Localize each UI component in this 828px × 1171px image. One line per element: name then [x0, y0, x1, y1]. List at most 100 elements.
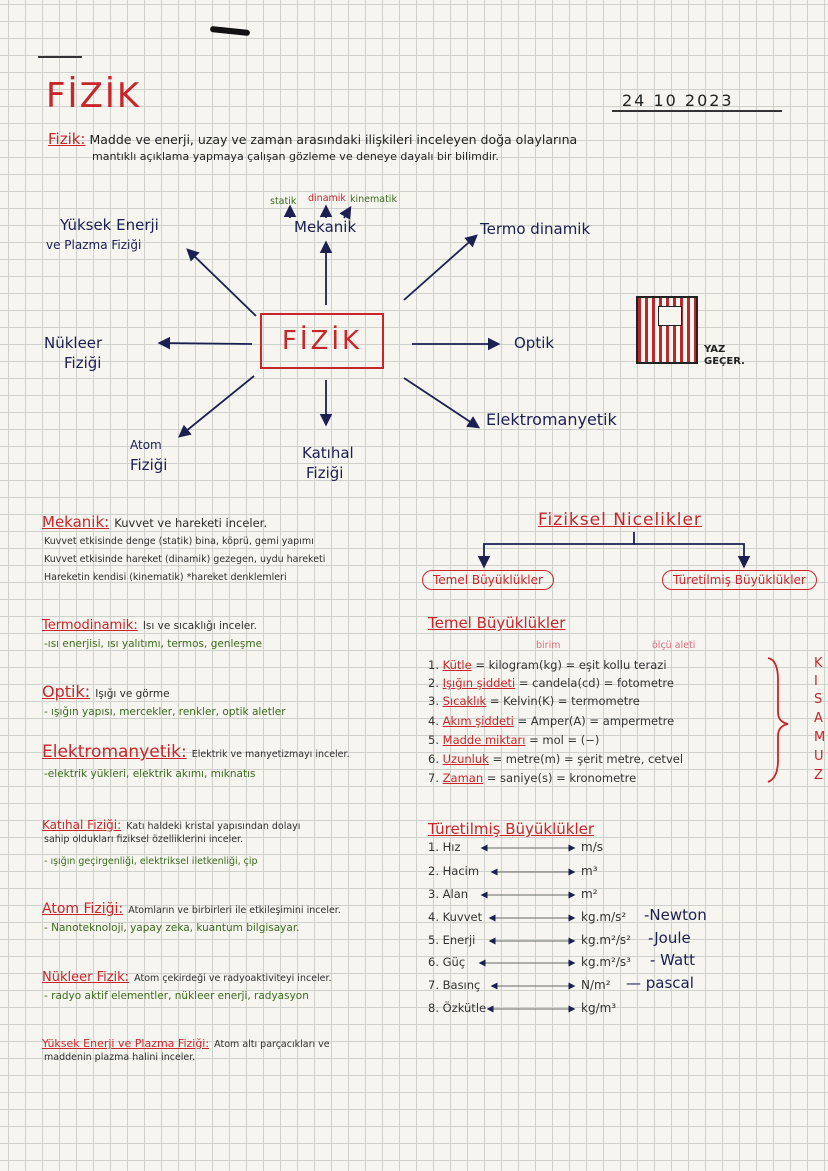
- katihal-line-1: - ışığın geçirgenliği, elektriksel iletk…: [44, 856, 258, 867]
- arrow-termo: [403, 234, 478, 301]
- sticker-paper: [658, 306, 682, 326]
- derived-label: 4. Kuvvet: [428, 910, 483, 924]
- temel-row: 7. Zaman = saniye(s) = kronometre: [428, 771, 637, 785]
- arrow-nukleer: [157, 336, 253, 350]
- quantity-name: Işığın şiddeti: [442, 676, 516, 690]
- derived-name: -Newton: [644, 906, 707, 924]
- yuksek-section: Yüksek Enerji ve Plazma Fiziği: Atom alt…: [42, 1032, 330, 1051]
- derived-label: 8. Özkütle: [428, 1001, 487, 1015]
- mekanik-desc: Kuvvet ve hareketi inceler.: [114, 516, 267, 530]
- mekanik-line-1: Kuvvet etkisinde denge (statik) bina, kö…: [44, 536, 314, 547]
- definition-term: Fizik:: [48, 130, 86, 148]
- turetilmis-head: Türetilmiş Büyüklükler: [428, 820, 595, 838]
- temel-row: 5. Madde miktarı = mol = (−): [428, 733, 600, 747]
- sub-dinamik: dinamik: [308, 193, 346, 204]
- nicelikler-title: Fiziksel Nicelikler: [538, 510, 702, 530]
- temel-row: 6. Uzunluk = metre(m) = şerit metre, cet…: [428, 752, 684, 766]
- node-atom-1: Atom: [130, 438, 162, 452]
- termo-section: Termodinamik: Isı ve sıcaklığı inceler.: [42, 614, 257, 633]
- derived-name: - Watt: [650, 951, 696, 969]
- derived-label: 3. Alan: [428, 887, 469, 901]
- node-elektromanyetik: Elektromanyetik: [486, 410, 617, 429]
- sticker-label-2: GEÇER.: [704, 356, 745, 367]
- arrow-temel: [477, 532, 635, 569]
- sub-kinematik: kinematik: [350, 194, 397, 205]
- mekanik-line-2: Kuvvet etkisinde hareket (dinamik) gezeg…: [44, 554, 326, 565]
- kisamuz-letter: A: [814, 711, 823, 726]
- arrow-elektro: [403, 377, 481, 429]
- node-nukleer-1: Nükleer: [44, 334, 103, 352]
- derived-unit: kg.m²/s³: [581, 955, 631, 969]
- yuksek-desc: Atom altı parçacıkları ve: [214, 1039, 330, 1050]
- temel-row: 2. Işığın şiddeti = candela(cd) = fotome…: [428, 676, 674, 690]
- kisamuz-letter: I: [814, 674, 818, 689]
- definition-text-1: Madde ve enerji, uzay ve zaman arasındak…: [89, 132, 578, 147]
- katihal-section: Katıhal Fiziği: Katı haldeki kristal yap…: [42, 814, 300, 833]
- arrow-yuksek: [186, 248, 257, 317]
- node-termodinamik: Termo dinamik: [480, 220, 591, 238]
- derived-label: 5. Enerji: [428, 933, 476, 947]
- date-underline: [612, 110, 782, 112]
- atom-head: Atom Fiziği:: [42, 901, 124, 917]
- sticker-label-1: YAZ: [704, 344, 726, 355]
- derived-unit: m/s: [581, 840, 603, 854]
- kisamuz-letter: S: [814, 692, 823, 707]
- elektro-head: Elektromanyetik:: [42, 742, 187, 762]
- atom-line-1: - Nanoteknoloji, yapay zeka, kuantum bil…: [44, 922, 300, 934]
- optik-section: Optik: Işığı ve görme: [42, 682, 170, 701]
- temel-head: Temel Büyüklükler: [428, 614, 566, 632]
- kisamuz-letter: M: [814, 730, 826, 745]
- node-mekanik: Mekanik: [294, 218, 357, 236]
- termo-line-1: -ısı enerjisi, ısı yalıtımı, termos, gen…: [44, 638, 263, 650]
- nukleer-head: Nükleer Fizik:: [42, 970, 130, 985]
- kisamuz-letter: K: [814, 656, 823, 671]
- mindmap-center: FİZİK: [260, 313, 384, 369]
- mekanik-head: Mekanik:: [42, 513, 110, 531]
- kisamuz-letter: U: [814, 749, 824, 764]
- top-rule-mark: [38, 56, 82, 58]
- arrow-turetilmis: [634, 543, 751, 569]
- mekanik-line-3: Hareketin kendisi (kinematik) *hareket d…: [44, 572, 287, 583]
- arrow-kinematik: [339, 205, 352, 220]
- temel-row: 3. Sıcaklık = Kelvin(K) = termometre: [428, 694, 640, 708]
- katihal-desc-2: sahip oldukları fiziksel özelliklerini i…: [44, 834, 244, 845]
- kisamuz-bracket: [767, 657, 789, 783]
- derived-unit: kg/m³: [581, 1001, 617, 1015]
- optik-desc: Işığı ve görme: [95, 688, 170, 700]
- katihal-head: Katıhal Fiziği:: [42, 818, 122, 832]
- termo-head: Termodinamik:: [42, 618, 138, 633]
- elektro-desc: Elektrik ve manyetizmayı inceler.: [191, 749, 350, 760]
- temel-pill: Temel Büyüklükler: [422, 570, 554, 590]
- derived-label: 6. Güç: [428, 955, 466, 969]
- definition-line-2: mantıklı açıklama yapmaya çalışan gözlem…: [92, 150, 499, 163]
- node-yuksek-1: Yüksek Enerji: [60, 216, 159, 234]
- page-date: 24 10 2023: [622, 91, 734, 110]
- node-katihal-2: Fiziği: [306, 464, 344, 482]
- optik-head: Optik:: [42, 682, 91, 701]
- quantity-name: Madde miktarı: [442, 733, 526, 747]
- node-nukleer-2: Fiziği: [64, 354, 102, 372]
- col-birim: birim: [536, 640, 561, 651]
- katihal-desc: Katı haldeki kristal yapısından dolayı: [126, 821, 301, 832]
- derived-name: — pascal: [626, 974, 694, 992]
- arrow-atom: [178, 375, 255, 438]
- derived-label: 2. Hacim: [428, 864, 480, 878]
- temel-row: 4. Akım şiddeti = Amper(A) = ampermetre: [428, 714, 675, 728]
- derived-name: -Joule: [648, 929, 691, 947]
- derived-unit: m²: [581, 887, 598, 901]
- col-olcu: ölçü aleti: [652, 640, 696, 651]
- temel-row: 1. Kütle = kilogram(kg) = eşit kollu ter…: [428, 658, 667, 672]
- quantity-name: Uzunluk: [442, 752, 489, 766]
- nukleer-line-1: - radyo aktif elementler, nükleer enerji…: [44, 990, 309, 1002]
- quantity-name: Kütle: [442, 658, 472, 672]
- turetilmis-pill: Türetilmiş Büyüklükler: [662, 570, 817, 590]
- definition-line-1: Fizik: Madde ve enerji, uzay ve zaman ar…: [48, 130, 577, 148]
- nukleer-section: Nükleer Fizik: Atom çekirdeği ve radyoak…: [42, 966, 332, 985]
- node-katihal-1: Katıhal: [302, 444, 354, 462]
- atom-desc: Atomların ve birbirleri ile etkileşimini…: [128, 905, 341, 916]
- sticker-icon: [636, 296, 698, 364]
- termo-desc: Isı ve sıcaklığı inceler.: [142, 620, 257, 632]
- quantity-name: Zaman: [442, 771, 484, 785]
